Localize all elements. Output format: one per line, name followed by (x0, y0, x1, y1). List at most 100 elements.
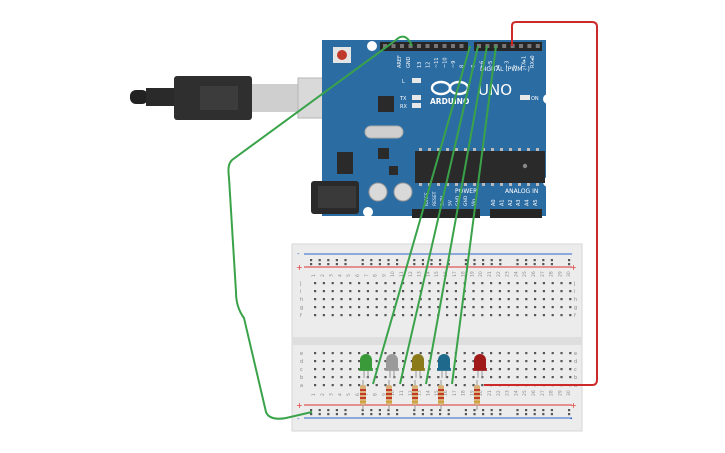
breadboard-hole[interactable] (498, 282, 501, 285)
breadboard-hole[interactable] (384, 282, 387, 285)
rail-hole[interactable] (542, 263, 545, 266)
breadboard-hole[interactable] (569, 368, 572, 371)
breadboard-hole[interactable] (314, 282, 317, 285)
rail-hole[interactable] (568, 263, 571, 266)
breadboard-hole[interactable] (507, 306, 510, 309)
breadboard-hole[interactable] (340, 368, 343, 371)
breadboard-hole[interactable] (525, 376, 528, 379)
led-red[interactable] (473, 354, 487, 378)
breadboard-hole[interactable] (542, 314, 545, 317)
breadboard-hole[interactable] (498, 376, 501, 379)
rail-hole[interactable] (542, 409, 545, 412)
breadboard-hole[interactable] (454, 290, 457, 293)
breadboard-hole[interactable] (525, 298, 528, 301)
wire-gnd-ground-rail[interactable] (227, 35, 413, 420)
breadboard-hole[interactable] (481, 306, 484, 309)
breadboard-hole[interactable] (384, 352, 387, 355)
breadboard-hole[interactable] (402, 306, 405, 309)
breadboard-hole[interactable] (314, 306, 317, 309)
breadboard-hole[interactable] (393, 298, 396, 301)
rail-hole[interactable] (387, 259, 390, 262)
breadboard-hole[interactable] (314, 384, 317, 387)
breadboard-hole[interactable] (534, 360, 537, 363)
breadboard-hole[interactable] (446, 314, 449, 317)
rail-hole[interactable] (335, 259, 338, 262)
breadboard-hole[interactable] (525, 282, 528, 285)
rail-hole[interactable] (499, 263, 502, 266)
breadboard-hole[interactable] (410, 376, 413, 379)
led-gray[interactable] (385, 354, 399, 378)
breadboard-hole[interactable] (569, 298, 572, 301)
breadboard-hole[interactable] (560, 352, 563, 355)
rail-hole[interactable] (361, 263, 364, 266)
rail-hole[interactable] (327, 413, 330, 416)
breadboard-hole[interactable] (560, 306, 563, 309)
rail-hole[interactable] (327, 259, 330, 262)
rail-hole[interactable] (568, 413, 571, 416)
breadboard-hole[interactable] (542, 352, 545, 355)
rail-hole[interactable] (318, 413, 321, 416)
breadboard-hole[interactable] (331, 314, 334, 317)
breadboard-hole[interactable] (516, 306, 519, 309)
breadboard-hole[interactable] (534, 314, 537, 317)
breadboard-hole[interactable] (542, 282, 545, 285)
breadboard-hole[interactable] (419, 376, 422, 379)
breadboard-hole[interactable] (454, 282, 457, 285)
breadboard-hole[interactable] (490, 368, 493, 371)
breadboard-hole[interactable] (560, 376, 563, 379)
breadboard-hole[interactable] (366, 384, 369, 387)
breadboard-hole[interactable] (490, 298, 493, 301)
breadboard-hole[interactable] (534, 368, 537, 371)
rail-hole[interactable] (387, 413, 390, 416)
breadboard-hole[interactable] (534, 306, 537, 309)
rail-hole[interactable] (525, 263, 528, 266)
wire-green-led1[interactable] (372, 45, 471, 385)
breadboard-hole[interactable] (331, 368, 334, 371)
breadboard-hole[interactable] (525, 352, 528, 355)
breadboard-hole[interactable] (569, 376, 572, 379)
breadboard-hole[interactable] (419, 314, 422, 317)
breadboard-hole[interactable] (331, 290, 334, 293)
rail-hole[interactable] (439, 263, 442, 266)
breadboard-hole[interactable] (490, 306, 493, 309)
rail-hole[interactable] (378, 413, 381, 416)
rail-hole[interactable] (482, 259, 485, 262)
breadboard-hole[interactable] (419, 282, 422, 285)
breadboard-hole[interactable] (446, 352, 449, 355)
breadboard-hole[interactable] (507, 368, 510, 371)
breadboard-hole[interactable] (472, 384, 475, 387)
breadboard-hole[interactable] (366, 314, 369, 317)
rail-hole[interactable] (335, 409, 338, 412)
breadboard-hole[interactable] (525, 314, 528, 317)
breadboard-hole[interactable] (428, 306, 431, 309)
rail-hole[interactable] (542, 259, 545, 262)
rail-hole[interactable] (447, 413, 450, 416)
rail-hole[interactable] (473, 263, 476, 266)
rail-hole[interactable] (335, 263, 338, 266)
breadboard-hole[interactable] (366, 290, 369, 293)
breadboard-hole[interactable] (419, 298, 422, 301)
rail-hole[interactable] (370, 413, 373, 416)
rail-hole[interactable] (525, 409, 528, 412)
breadboard-hole[interactable] (402, 360, 405, 363)
breadboard-hole[interactable] (322, 368, 325, 371)
rail-hole[interactable] (421, 259, 424, 262)
breadboard-hole[interactable] (569, 314, 572, 317)
breadboard-hole[interactable] (516, 290, 519, 293)
rail-hole[interactable] (464, 413, 467, 416)
rail-hole[interactable] (370, 263, 373, 266)
breadboard-hole[interactable] (322, 376, 325, 379)
rail-hole[interactable] (490, 409, 493, 412)
breadboard-hole[interactable] (472, 298, 475, 301)
rail-hole[interactable] (370, 409, 373, 412)
breadboard-hole[interactable] (419, 306, 422, 309)
breadboard-hole[interactable] (375, 306, 378, 309)
rail-hole[interactable] (344, 413, 347, 416)
breadboard-hole[interactable] (410, 282, 413, 285)
rail-hole[interactable] (516, 263, 519, 266)
breadboard-hole[interactable] (507, 298, 510, 301)
rail-hole[interactable] (516, 409, 519, 412)
breadboard-hole[interactable] (437, 352, 440, 355)
breadboard-hole[interactable] (463, 376, 466, 379)
breadboard-hole[interactable] (569, 282, 572, 285)
